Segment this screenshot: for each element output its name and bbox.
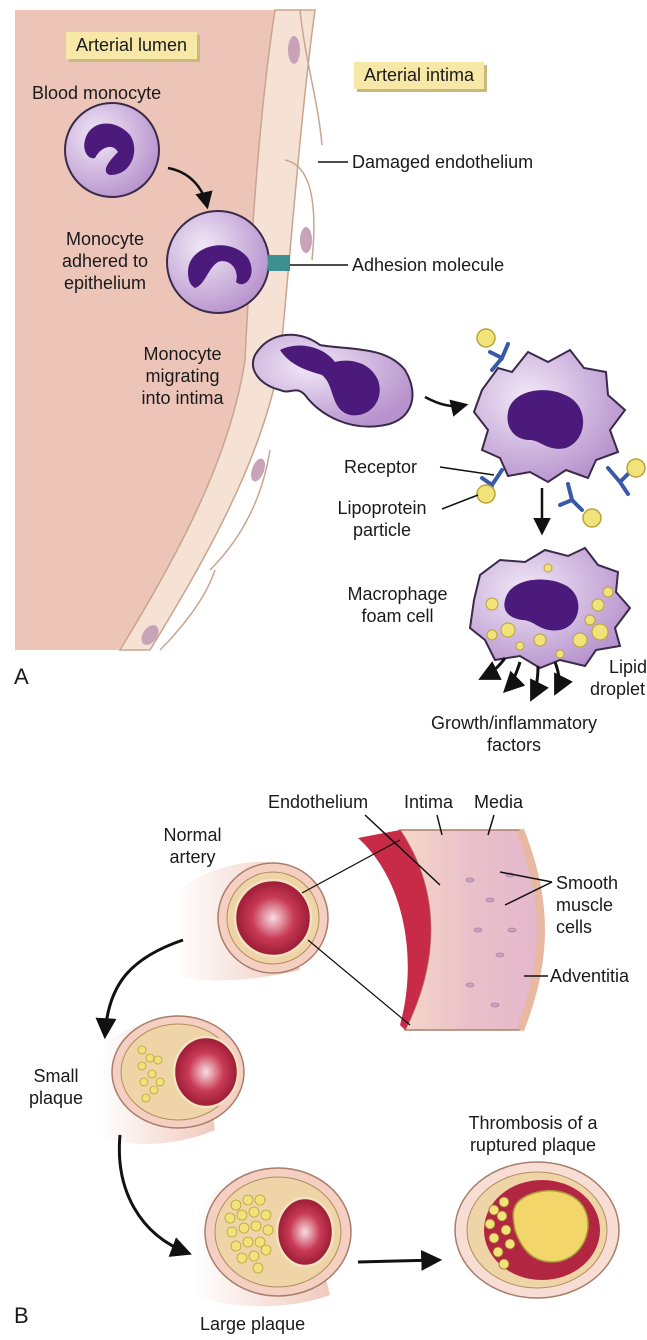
endothelium-label: Endothelium: [268, 792, 369, 812]
blood-monocyte-cell: [64, 102, 160, 198]
damaged-endothelium-label: Damaged endothelium: [352, 152, 534, 172]
normal-artery-label: Normal artery: [145, 824, 240, 868]
migrating-line-3: into intima: [141, 388, 224, 408]
arterial-lumen-region: [15, 10, 275, 650]
arrow-monocyte-to-adhered: [167, 166, 213, 210]
migrating-monocyte-cell: [252, 333, 414, 428]
arrow-large-to-thrombosis: [357, 1249, 443, 1271]
blood-monocyte-label: Blood monocyte: [32, 83, 162, 103]
growth-factors-label: Growth/inflammatory factors: [405, 712, 623, 756]
adhesion-molecule-shape: [268, 255, 290, 271]
adhered-monocyte-cell: [166, 210, 270, 314]
small-line-2: plaque: [28, 1088, 84, 1108]
lipid-line-1: Lipid: [608, 657, 647, 677]
arrow-small-to-large: [117, 1134, 192, 1257]
adhered-line-3: epithelium: [63, 273, 147, 293]
migrating-monocyte-label: Monocyte migrating into intima: [120, 343, 245, 409]
lipid-line-2: droplet: [590, 679, 646, 699]
arterial-lumen-tag: Arterial lumen: [66, 32, 198, 59]
thrombosis-line-1: Thrombosis of a: [468, 1113, 598, 1133]
small-plaque-artery: [100, 1015, 245, 1145]
adhered-line-2: adhered to: [61, 251, 149, 271]
lipoprotein-line-2: particle: [352, 520, 412, 540]
foam-cell: [468, 546, 632, 670]
factor-arrows: [478, 657, 573, 702]
panel-a-letter: A: [14, 664, 29, 689]
smooth-muscle-label: Smooth muscle cells: [556, 872, 618, 938]
smooth-line-1: Smooth: [556, 873, 619, 893]
lipoprotein-label: Lipoprotein particle: [322, 497, 442, 541]
receptor-shapes: [480, 342, 634, 512]
macrophage-cell: [472, 348, 627, 484]
intima-label: Intima: [404, 792, 454, 812]
lipoprotein-line-1: Lipoprotein: [337, 498, 427, 518]
receptor-label: Receptor: [344, 457, 418, 477]
thrombosis-line-2: ruptured plaque: [469, 1135, 597, 1155]
small-line-1: Small: [33, 1066, 79, 1086]
large-plaque-label: Large plaque: [200, 1314, 306, 1334]
media-label: Media: [474, 792, 524, 812]
foam-cell-label: Macrophage foam cell: [330, 583, 465, 627]
adventitia-label: Adventitia: [550, 966, 630, 986]
lipid-droplet-label: Lipid droplet: [590, 656, 647, 700]
adhesion-molecule-label: Adhesion molecule: [352, 255, 505, 275]
thrombosis-label: Thrombosis of a ruptured plaque: [448, 1112, 618, 1156]
migrating-line-1: Monocyte: [143, 344, 222, 364]
artery-wall-zoom: [328, 828, 545, 1032]
zoom-lines: [301, 839, 411, 1026]
normal-line-1: Normal: [163, 825, 222, 845]
adhered-monocyte-label: Monocyte adhered to epithelium: [40, 228, 170, 294]
arterial-intima-tag: Arterial intima: [354, 62, 485, 89]
factors-line-2: factors: [486, 735, 542, 755]
leader-lines-b: [364, 814, 553, 977]
migrating-line-2: migrating: [145, 366, 220, 386]
adhered-line-1: Monocyte: [65, 229, 145, 249]
smooth-line-3: cells: [556, 917, 593, 937]
endothelium-layer: [118, 9, 323, 651]
small-plaque-label: Small plaque: [16, 1065, 96, 1109]
panel-b-letter: B: [14, 1303, 29, 1328]
arrow-to-macrophage: [424, 395, 469, 417]
large-plaque-artery: [195, 1167, 352, 1307]
foam-line-1: Macrophage: [347, 584, 448, 604]
thrombosis-artery: [454, 1161, 620, 1299]
lipoprotein-particles: [476, 328, 646, 528]
factors-line-1: Growth/inflammatory: [430, 713, 598, 733]
smooth-line-2: muscle: [556, 895, 614, 915]
normal-line-2: artery: [169, 847, 216, 867]
normal-artery-tube: [175, 861, 329, 981]
leader-lines-a: [290, 161, 495, 510]
arrow-normal-to-small: [95, 938, 184, 1040]
foam-line-2: foam cell: [361, 606, 434, 626]
